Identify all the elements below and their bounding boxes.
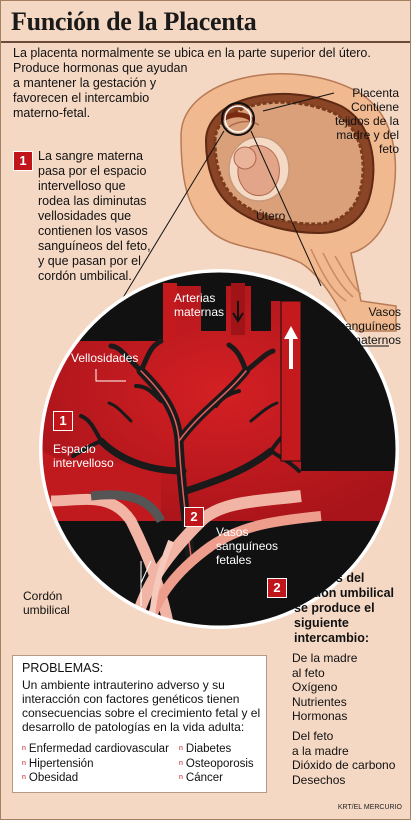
placenta-label-line: Contiene <box>350 100 399 114</box>
intro-text: La placenta normalmente se ubica en la p… <box>13 46 371 121</box>
vasos-maternos-line: maternos <box>350 333 401 347</box>
bullet-icon: n <box>179 745 183 752</box>
cordon-line: Cordón <box>23 589 63 603</box>
vasos-maternos-label: Vasos sanguíneos maternos <box>331 305 401 347</box>
exchange-line: siguiente <box>294 616 349 630</box>
placenta-label-line: Placenta <box>352 86 399 100</box>
espacio-line: intervelloso <box>53 456 114 470</box>
to-fetus-list: De la madre al feto Oxígeno Nutrientes H… <box>292 651 357 724</box>
bullet-icon: n <box>179 759 183 767</box>
step-1-line: sanguíneos del feto, <box>38 239 151 253</box>
exchange-text: A través del cordón umbilical se produce… <box>294 571 394 646</box>
problems-line: Un ambiente intrauterino adverso y su <box>22 678 225 692</box>
step-1-line: vellosidades que <box>38 209 132 223</box>
vasos-maternos-line: Vasos <box>368 305 401 319</box>
step-1-line: contienen los vasos <box>38 224 148 238</box>
vellosidades-label: Vellosidades <box>71 351 139 365</box>
to-fetus-item: Oxígeno <box>292 680 338 694</box>
step-1-line: pasa por el espacio <box>38 164 147 178</box>
utero-label: Útero <box>256 209 286 223</box>
vellosidades-leader <box>95 369 126 382</box>
arterias-line: Arterias <box>174 291 216 305</box>
placenta-label: Placenta <box>347 86 399 100</box>
exchange-line: se produce el <box>294 601 375 615</box>
to-mother-item: a la madre <box>292 743 349 758</box>
placenta-label-line: tejidos de la <box>334 114 399 128</box>
step-1-line: cordón umbilical. <box>38 269 132 283</box>
to-mother-list: Del feto a la madre Dióxido de carbono D… <box>292 729 395 787</box>
bullet-icon: n <box>179 774 183 781</box>
to-fetus-item: al feto <box>292 665 325 680</box>
intro-line: favorecen el intercambio <box>13 91 150 105</box>
to-fetus-item: Nutrientes <box>292 694 347 709</box>
vasos-fetales-label: Vasos sanguíneos fetales <box>216 525 278 567</box>
vasos-fetales-line: fetales <box>216 553 252 567</box>
espacio-badge: 1 <box>53 411 73 431</box>
intro-line: materno-fetal. <box>13 106 91 120</box>
step-1-line: rodea las diminutas <box>38 194 147 208</box>
vasos-fetales-line: sanguíneos <box>216 539 279 553</box>
vasos-maternos-line: sanguíneos <box>338 319 401 333</box>
page-title: Función de la Placenta <box>11 7 257 36</box>
to-fetus-item: Hormonas <box>292 709 348 723</box>
arterias-label: Arterias maternas <box>174 291 224 319</box>
placenta-label-line: feto <box>378 142 399 156</box>
espacio-line: Espacio <box>53 442 96 456</box>
zoom-line-left <box>120 130 225 302</box>
vasos-fetales-badge: 2 <box>184 507 204 527</box>
placenta-description: Contiene tejidos de la madre y del feto <box>319 100 399 156</box>
to-mother-item: Dióxido de carbono <box>292 758 396 772</box>
step-1-line: y que pasan por el <box>38 254 141 268</box>
intro-line: La placenta normalmente se ubica en la p… <box>13 46 371 60</box>
placenta-label-line: madre y del <box>336 128 399 142</box>
problems-line: desarrollo de patologías en la vida adul… <box>22 720 245 734</box>
cordon-label: Cordón umbilical <box>23 589 70 617</box>
vasos-fetales-line: Vasos <box>216 525 249 539</box>
to-fetus-item: De la madre <box>292 651 358 665</box>
step-1-line: intervelloso que <box>38 179 126 193</box>
uterus-drawing <box>180 73 397 332</box>
step-2-badge: 2 <box>267 578 287 598</box>
zoom-line-right <box>250 130 322 287</box>
title-divider <box>1 41 410 43</box>
exchange-line: intercambio: <box>294 631 370 645</box>
problems-title: PROBLEMAS: <box>22 661 104 675</box>
exchange-line: A través del <box>294 571 365 585</box>
arterias-line: maternas <box>174 305 225 319</box>
intro-line: Produce hormonas que ayudan <box>13 61 188 75</box>
credit: KRT/EL MERCURIO <box>337 804 402 811</box>
problems-body: Un ambiente intrauterino adverso y su in… <box>22 678 260 734</box>
to-mother-item: Desechos <box>292 772 346 787</box>
step-1-line: La sangre materna <box>38 149 143 163</box>
problems-line: interacción con factores genéticos tiene… <box>22 692 240 706</box>
bullet-icon: n <box>22 774 26 781</box>
problems-box: PROBLEMAS: Un ambiente intrauterino adve… <box>12 655 267 793</box>
intro-line: a mantener la gestación y <box>13 76 157 90</box>
bullet-icon: n <box>22 745 26 752</box>
step-1-text: La sangre materna pasa por el espacio in… <box>38 149 188 284</box>
bullet-icon: n <box>22 759 26 767</box>
exchange-line: cordón umbilical <box>294 586 395 600</box>
cordon-line: umbilical <box>23 603 70 617</box>
problems-line: consecuencias sobre el crecimiento fetal… <box>22 706 261 720</box>
step-1-badge: 1 <box>13 151 33 171</box>
placenta-leader <box>262 92 335 112</box>
to-mother-item: Del feto <box>292 729 334 743</box>
espacio-label: Espacio intervelloso <box>53 442 114 470</box>
